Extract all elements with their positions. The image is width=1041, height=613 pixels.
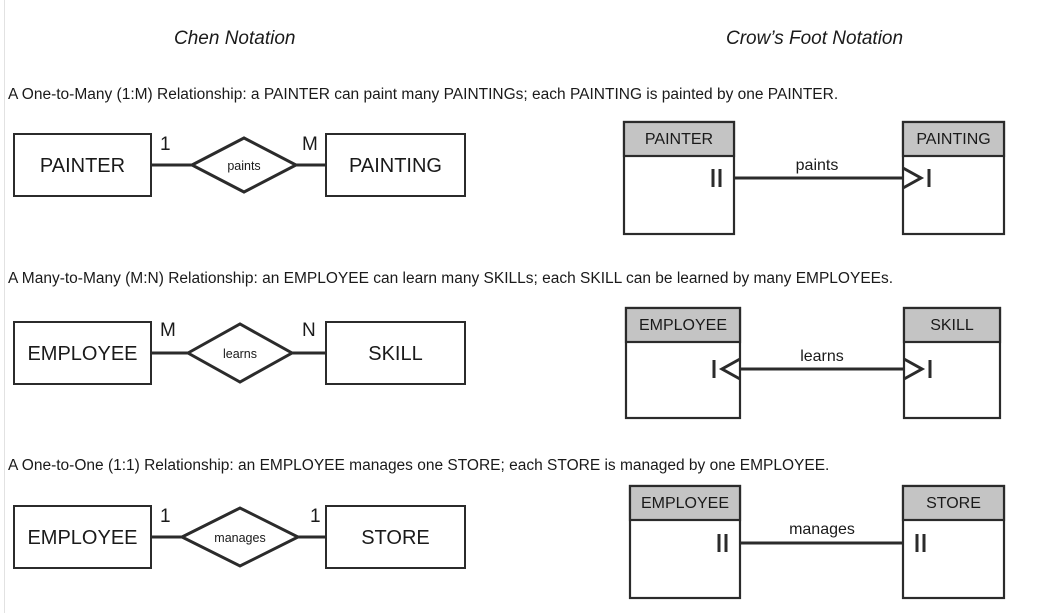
one-to-many-chen-relationship-diamond: [188, 136, 300, 194]
one-to-one-chen-right-entity-label: STORE: [361, 527, 430, 549]
many-to-many-description: A Many-to-Many (M:N) Relationship: an EM…: [8, 270, 894, 287]
one-to-many-chen-left-entity-label: PAINTER: [40, 155, 125, 177]
one-to-one-chen-left-cardinality: 1: [160, 506, 171, 527]
one-to-one-cf-relationship-label: manages: [789, 521, 855, 538]
many-to-many-chen-relationship-label: learns: [223, 347, 257, 361]
many-to-many-cf-relationship-label: learns: [800, 348, 844, 365]
one-to-many-cf-left-entity-header: [622, 120, 736, 158]
one-to-many-chen-right-cardinality: M: [302, 134, 318, 155]
left-edge-rule: [4, 0, 5, 613]
many-to-many-chen-right-entity-label: SKILL: [368, 343, 422, 365]
one-to-one-chen-relationship-diamond: [178, 506, 302, 568]
one-to-many-chen-relationship-label: paints: [227, 159, 260, 173]
chen-notation-heading: Chen Notation: [174, 28, 296, 49]
one-to-one-chen-right-cardinality: 1: [310, 506, 321, 527]
many-to-many-chen-right-cardinality: N: [302, 320, 316, 341]
one-to-one-cf-right-entity-label: STORE: [926, 495, 981, 512]
many-to-many-chen-relationship-diamond: [184, 322, 296, 384]
one-to-many-chen-left-entity-box: [13, 133, 152, 197]
many-to-many-cf-left-entity-label: EMPLOYEE: [639, 317, 727, 334]
many-to-many-cf-right-entity-header: [902, 306, 1002, 344]
one-to-many-cf-left-entity-label: PAINTER: [645, 131, 713, 148]
one-to-many-chen-right-entity-label: PAINTING: [349, 155, 442, 177]
one-to-many-cf-right-end-crow-foot: [902, 166, 925, 190]
many-to-many-chen-right-entity-box: [325, 321, 466, 385]
many-to-many-cf-right-end-crow-foot: [903, 357, 926, 381]
one-to-many-description: A One-to-Many (1:M) Relationship: a PAIN…: [8, 86, 839, 103]
one-to-one-cf-right-entity-header: [901, 484, 1006, 522]
one-to-many-chen-left-cardinality: 1: [160, 134, 171, 155]
many-to-many-chen-left-cardinality: M: [160, 320, 176, 341]
many-to-many-chen-left-entity-box: [13, 321, 152, 385]
one-to-one-cf-left-entity-label: EMPLOYEE: [641, 495, 729, 512]
one-to-many-cf-right-entity-header: [901, 120, 1006, 158]
one-to-many-chen-right-entity-box: [325, 133, 466, 197]
one-to-one-chen-right-entity-box: [325, 505, 466, 569]
one-to-one-chen-relationship-label: manages: [214, 531, 265, 545]
one-to-one-cf-left-entity-header: [628, 484, 742, 522]
crows-foot-notation-heading: Crow’s Foot Notation: [726, 28, 904, 49]
one-to-one-chen-left-entity-label: EMPLOYEE: [27, 527, 137, 549]
one-to-many-cf-right-entity-label: PAINTING: [916, 131, 990, 148]
one-to-one-description: A One-to-One (1:1) Relationship: an EMPL…: [8, 457, 830, 474]
one-to-one-chen-left-entity-box: [13, 505, 152, 569]
one-to-many-cf-relationship-label: paints: [796, 157, 839, 174]
many-to-many-chen-left-entity-label: EMPLOYEE: [27, 343, 137, 365]
many-to-many-cf-left-end-crow-foot: [718, 357, 741, 381]
many-to-many-cf-left-entity-header: [624, 306, 742, 344]
many-to-many-cf-right-entity-label: SKILL: [930, 317, 974, 334]
